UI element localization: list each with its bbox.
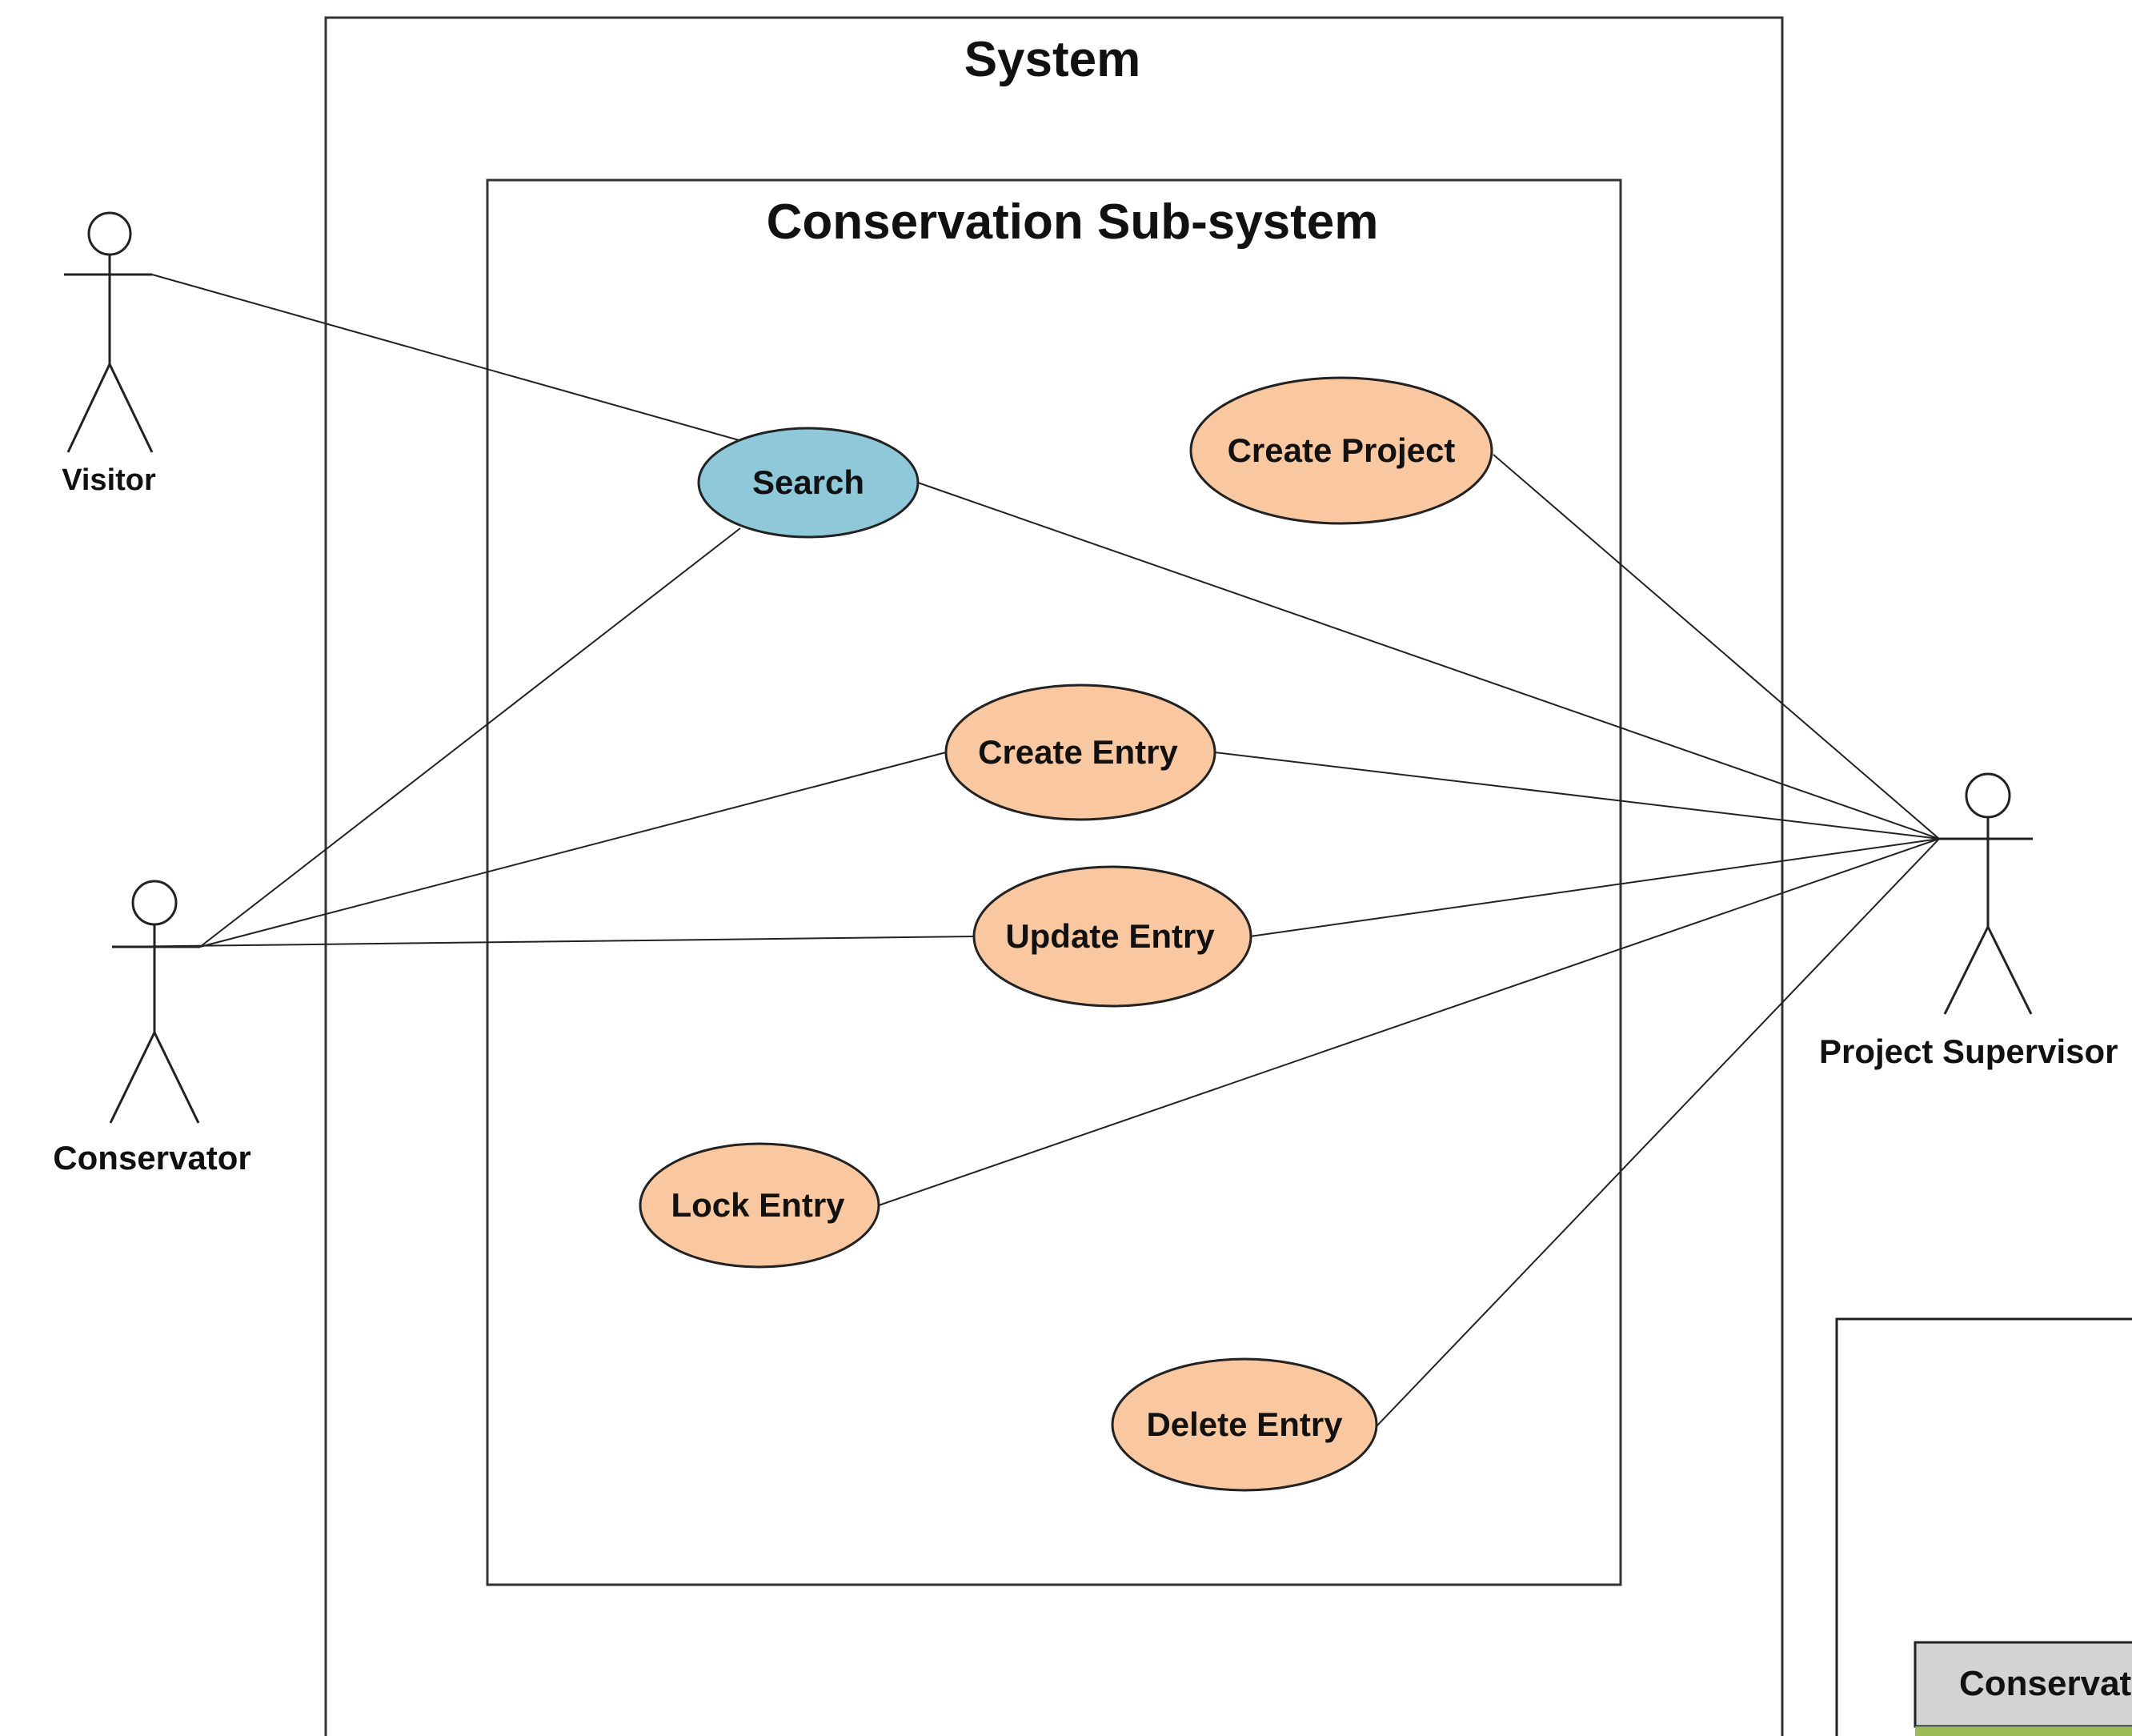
system-boundary xyxy=(324,16,1784,1736)
assoc-supervisor-update-entry xyxy=(1249,838,1940,937)
assoc-conservator-create-entry xyxy=(199,752,947,948)
partial-table-header-cell xyxy=(1914,1641,2132,1728)
actor-conservator-label: Conservator xyxy=(53,1139,250,1177)
assoc-conservator-search xyxy=(199,527,741,948)
system-title: System xyxy=(964,32,1141,87)
assoc-conservator-update-entry xyxy=(111,936,975,948)
usecase-search-label: Search xyxy=(752,463,864,501)
usecase-create-project: Create Project xyxy=(1189,376,1493,525)
assoc-supervisor-create-project xyxy=(1493,454,1940,840)
usecase-create-entry-label: Create Entry xyxy=(978,733,1178,771)
actor-supervisor-label: Project Supervisor xyxy=(1819,1032,2118,1070)
usecase-update-entry-label: Update Entry xyxy=(1005,917,1215,955)
partial-table-header: Conservation xyxy=(1959,1664,2132,1703)
assoc-supervisor-lock-entry xyxy=(878,838,1940,1206)
actor-visitor-label: Visitor xyxy=(62,463,156,497)
partial-table-accent-row xyxy=(1915,1726,2132,1736)
actor-supervisor xyxy=(1939,772,2033,1015)
actor-conservator xyxy=(109,880,200,1124)
usecase-delete-entry-label: Delete Entry xyxy=(1146,1405,1343,1443)
assoc-supervisor-delete-entry xyxy=(1376,838,1940,1427)
assoc-supervisor-search xyxy=(917,482,1940,840)
associations xyxy=(111,274,1940,1427)
partial-frame: Conservation xyxy=(1835,1317,2132,1736)
assoc-visitor-search xyxy=(151,274,743,442)
conservator-head-icon xyxy=(131,880,178,926)
usecase-lock-entry-label: Lock Entry xyxy=(671,1186,845,1224)
visitor-head-icon xyxy=(87,211,132,256)
usecase-search: Search xyxy=(697,427,920,539)
usecase-delete-entry: Delete Entry xyxy=(1111,1357,1378,1492)
usecase-update-entry: Update Entry xyxy=(972,865,1252,1008)
assoc-supervisor-create-entry xyxy=(1214,752,1940,840)
subsystem-boundary xyxy=(486,178,1622,1586)
actor-visitor xyxy=(64,211,154,453)
supervisor-head-icon xyxy=(1965,772,2011,819)
subsystem-title: Conservation Sub-system xyxy=(767,194,1379,250)
usecase-lock-entry: Lock Entry xyxy=(639,1142,880,1269)
usecase-create-project-label: Create Project xyxy=(1228,431,1456,469)
usecase-create-entry: Create Entry xyxy=(944,684,1216,821)
